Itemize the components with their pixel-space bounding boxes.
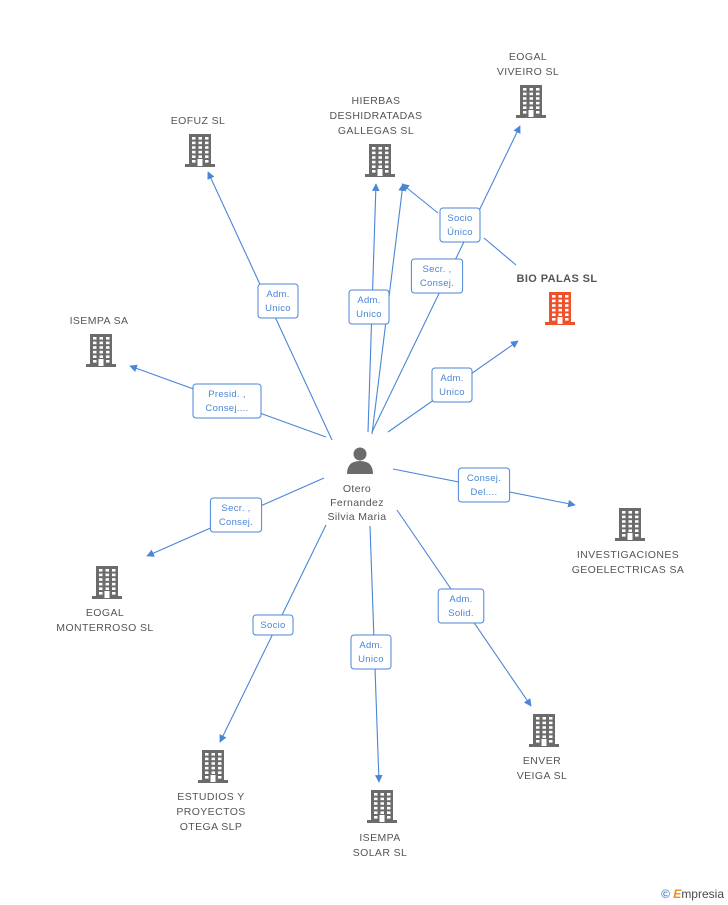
edge-label-isempa-solar[interactable]: Adm. Unico — [350, 634, 392, 670]
edge-label-isempa-sa[interactable]: Presid. , Consej.... — [192, 383, 262, 419]
person-icon — [347, 447, 373, 474]
company-name: ENVER — [523, 755, 561, 767]
edge-label-text: Adm. — [449, 594, 472, 605]
building-icon — [198, 750, 228, 783]
edge-label-enver[interactable]: Adm. Solid. — [437, 588, 485, 624]
edge-label-text: Del.... — [471, 487, 498, 498]
company-name: MONTERROSO SL — [56, 622, 153, 634]
person-name: Silvia Maria — [327, 511, 386, 523]
company-node-bio-palas[interactable]: BIO PALAS SL — [517, 273, 598, 325]
company-name: DESHIDRATADAS — [330, 110, 423, 122]
building-icon — [365, 144, 395, 177]
company-name: ISEMPA SA — [70, 315, 129, 327]
company-node-isempa-solar[interactable]: ISEMPA SOLAR SL — [353, 790, 408, 859]
edge-label-text: Adm. — [357, 295, 380, 306]
company-node-isempa-sa[interactable]: ISEMPA SA — [70, 315, 129, 367]
company-name: HIERBAS — [352, 95, 401, 107]
building-icon — [545, 292, 575, 325]
person-name: Fernandez — [330, 497, 384, 509]
edge-label-text: Unico — [356, 309, 382, 320]
edge-label-text: Presid. , — [208, 389, 246, 400]
building-icon — [86, 334, 116, 367]
edge-label-hierbas[interactable]: Adm. Unico — [348, 289, 390, 325]
company-name: EOGAL — [509, 51, 547, 63]
edge-label-text: Socio — [447, 213, 472, 224]
building-icon — [367, 790, 397, 823]
edge-connector-line — [483, 237, 517, 266]
edge-label-text: Consej. — [467, 473, 501, 484]
edge-label-hierbas[interactable]: Secr. , Consej. — [410, 258, 464, 294]
building-icon — [529, 714, 559, 747]
company-name: BIO PALAS SL — [517, 273, 598, 285]
edge-label-text: Adm. — [440, 373, 463, 384]
edge-label-text: Consej. — [420, 278, 454, 289]
company-node-eogal-monterroso[interactable]: EOGAL MONTERROSO SL — [56, 566, 153, 634]
company-name: EOGAL — [86, 607, 124, 619]
edge-label-text: Unico — [358, 654, 384, 665]
edge-label-text: Único — [447, 227, 473, 238]
edge-label-text: Unico — [265, 303, 291, 314]
company-node-investigaciones[interactable]: INVESTIGACIONES GEOELECTRICAS SA — [572, 508, 685, 576]
building-icon — [615, 508, 645, 541]
building-icon — [185, 134, 215, 167]
building-icon — [92, 566, 122, 599]
company-node-hierbas[interactable]: HIERBAS DESHIDRATADAS GALLEGAS SL — [330, 95, 423, 177]
company-name: ESTUDIOS Y — [177, 791, 244, 803]
edge-label-text: Adm. — [359, 640, 382, 651]
edge-label-estudios[interactable]: Socio — [252, 614, 294, 636]
edge-label-eogal-monterroso[interactable]: Secr. , Consej. — [209, 497, 263, 533]
company-name: OTEGA SLP — [180, 821, 243, 833]
company-name: GALLEGAS SL — [338, 125, 414, 137]
edge-label-text: Unico — [439, 387, 465, 398]
company-name: VEIGA SL — [517, 770, 567, 782]
edge-label-text: Consej.... — [205, 403, 248, 414]
edge-label-text: Socio — [260, 620, 285, 631]
edge-label-text: Consej. — [219, 517, 253, 528]
company-name: SOLAR SL — [353, 847, 408, 859]
person-name: Otero — [343, 483, 371, 495]
copyright-icon: © — [661, 887, 670, 901]
company-node-estudios[interactable]: ESTUDIOS Y PROYECTOS OTEGA SLP — [176, 750, 245, 833]
building-icon — [516, 85, 546, 118]
company-node-enver[interactable]: ENVER VEIGA SL — [517, 714, 567, 782]
edge-label-investigaciones[interactable]: Consej. Del.... — [457, 467, 511, 503]
edge-label-text: Solid. — [448, 608, 474, 619]
edge-label-bio-palas[interactable]: Adm. Unico — [431, 367, 473, 403]
company-node-eofuz[interactable]: EOFUZ SL — [171, 115, 226, 167]
company-node-eogal-viveiro[interactable]: EOGAL VIVEIRO SL — [497, 51, 559, 118]
company-name: PROYECTOS — [176, 806, 245, 818]
edge-label-text: Adm. — [266, 289, 289, 300]
company-name: VIVEIRO SL — [497, 66, 559, 78]
edge-label-text: Secr. , — [422, 264, 451, 275]
company-name: GEOELECTRICAS SA — [572, 564, 685, 576]
edge-label-text: Secr. , — [221, 503, 250, 514]
edge-connector-line — [401, 183, 439, 214]
company-name: EOFUZ SL — [171, 115, 226, 127]
company-name: ISEMPA — [359, 832, 400, 844]
edge-label-eofuz[interactable]: Adm. Unico — [257, 283, 299, 319]
brand-watermark: © Empresia — [661, 887, 724, 901]
company-name: INVESTIGACIONES — [577, 549, 679, 561]
